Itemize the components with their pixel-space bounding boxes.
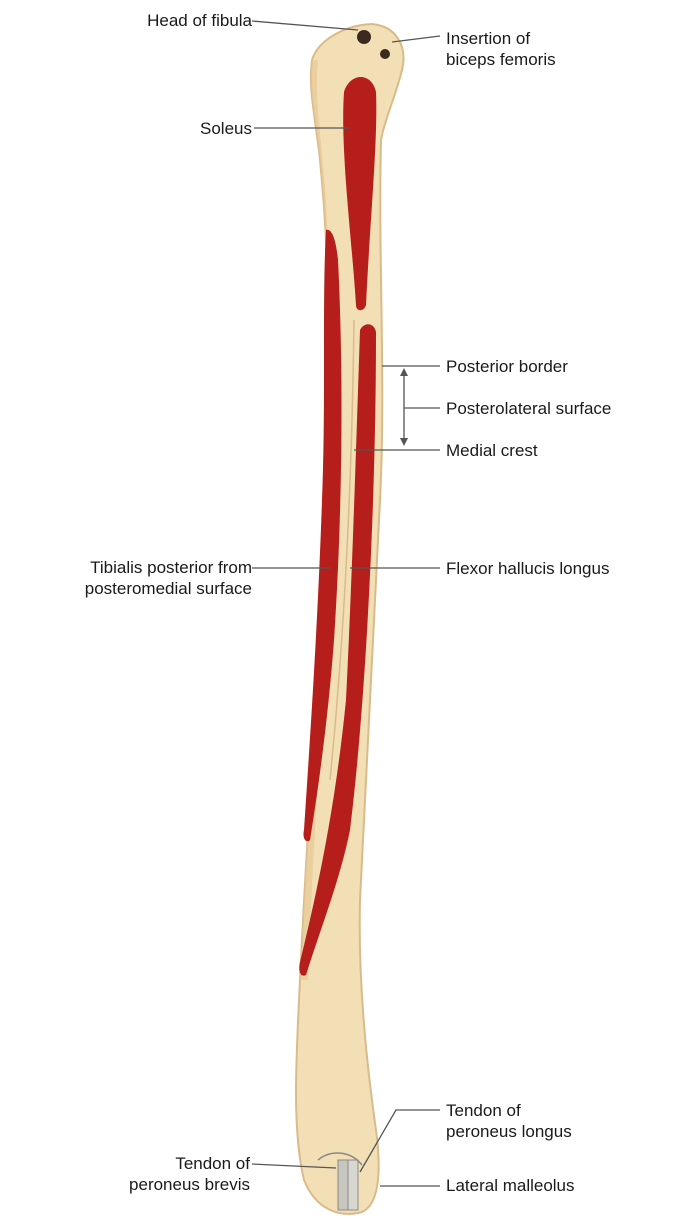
label-tendon-peroneus-brevis: Tendon of peroneus brevis: [40, 1153, 250, 1195]
leader-head: [252, 21, 358, 30]
insertion-hole-2: [380, 49, 390, 59]
bracket-arrow-top: [400, 368, 408, 376]
peroneus-brevis-tendon: [338, 1160, 348, 1210]
label-flexor-hallucis-longus: Flexor hallucis longus: [446, 558, 609, 579]
label-insertion-biceps-femoris: Insertion of biceps femoris: [446, 28, 556, 70]
label-medial-crest: Medial crest: [446, 440, 538, 461]
label-lateral-malleolus: Lateral malleolus: [446, 1175, 575, 1196]
peroneus-longus-tendon: [348, 1160, 358, 1210]
label-head-of-fibula: Head of fibula: [60, 10, 252, 31]
label-tibialis-posterior: Tibialis posterior from posteromedial su…: [6, 557, 252, 599]
label-posterior-border: Posterior border: [446, 356, 568, 377]
label-soleus: Soleus: [60, 118, 252, 139]
insertion-hole-1: [357, 30, 371, 44]
label-tendon-peroneus-longus: Tendon of peroneus longus: [446, 1100, 572, 1142]
label-posterolateral-surface: Posterolateral surface: [446, 398, 611, 419]
bracket-arrow-bottom: [400, 438, 408, 446]
